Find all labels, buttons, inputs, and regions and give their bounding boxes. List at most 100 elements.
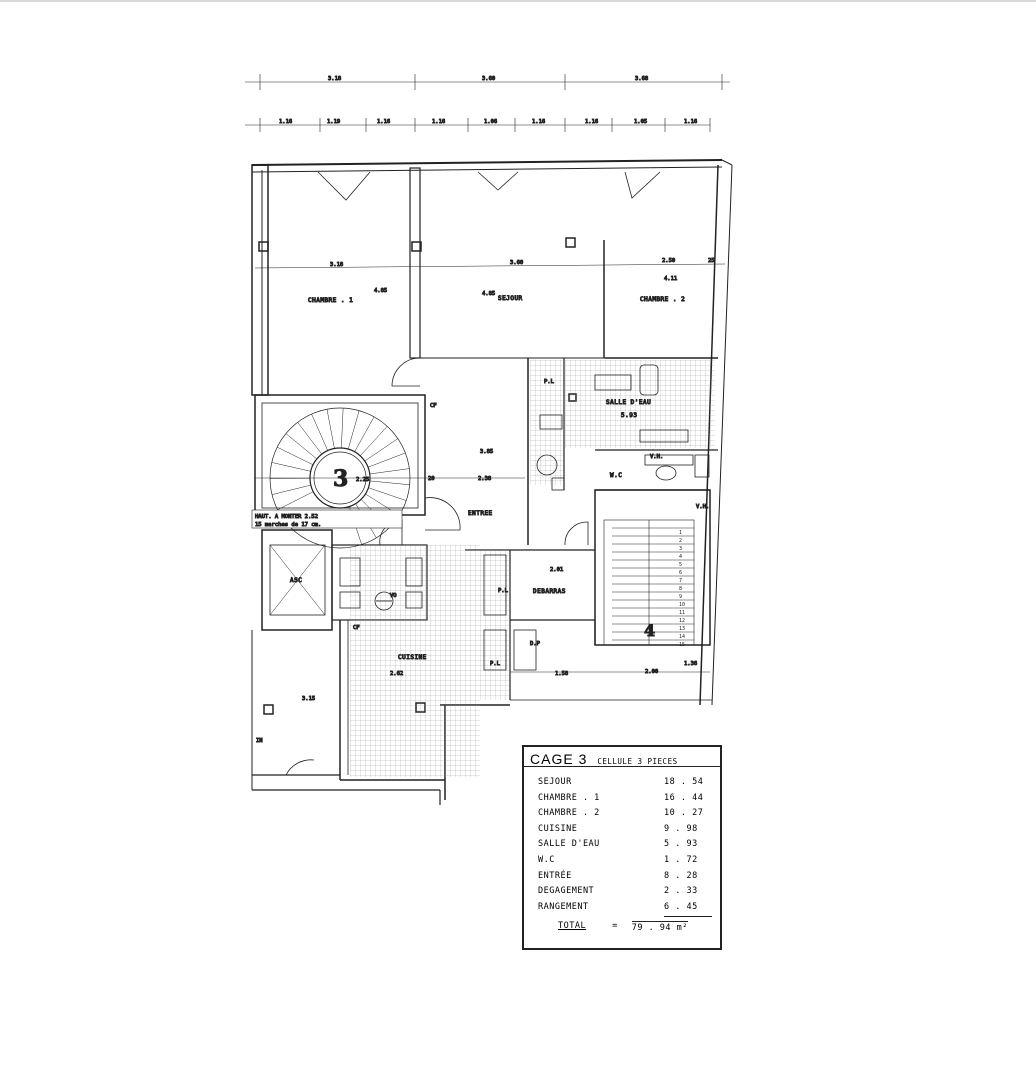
- room-label-chambre2: CHAMBRE . 2: [640, 296, 685, 303]
- room-label-asc: ASC: [290, 577, 302, 584]
- dim-sub-5: 1.06: [484, 119, 497, 125]
- spiral-step-line: [297, 422, 323, 455]
- dim-sub-8: 1.05: [634, 119, 647, 125]
- dim-top-3: 3.68: [635, 76, 648, 82]
- stair-step-number: 11: [679, 610, 685, 616]
- legend-total-value: 79 . 94 m²: [631, 921, 688, 934]
- stair-step-number: 1: [679, 530, 682, 536]
- spiral-step-line: [311, 413, 329, 451]
- dim-sub-2: 1.19: [327, 119, 340, 125]
- dim-cuisine-width: 2.62: [390, 671, 403, 677]
- room-label-salle-eau: SALLE D'EAU: [606, 399, 651, 406]
- label-in: IN: [256, 738, 263, 744]
- spiral-step-line: [368, 487, 407, 501]
- legend-row: SEJOUR 18 . 54: [538, 777, 712, 793]
- dim-stair-width: 2.25: [356, 477, 369, 483]
- stair-step-number: 12: [679, 618, 685, 624]
- walls: [251, 159, 733, 805]
- dim-salle-eau: 5.93: [621, 412, 637, 419]
- room-label-sejour: SEJOUR: [498, 295, 523, 302]
- spiral-step-line: [369, 468, 410, 475]
- stair-step-number: 10: [679, 602, 685, 608]
- legend-total-equals: =: [612, 921, 618, 932]
- spiral-step-line: [285, 433, 317, 460]
- legend-room-name: RANGEMENT: [538, 901, 589, 912]
- dim-entree-width: 2.38: [478, 476, 491, 482]
- dim-top-1: 3.18: [328, 76, 341, 82]
- dim-sub-4: 1.16: [432, 119, 445, 125]
- spiral-step-line: [277, 491, 314, 511]
- stair-step-number: 14: [679, 634, 685, 640]
- stair-step-number: 9: [679, 594, 682, 600]
- legend-room-name: CUISINE: [538, 823, 578, 834]
- stair-step-number: 6: [679, 570, 682, 576]
- legend-row: CUISINE 9 . 98: [538, 824, 712, 840]
- dim-sub-9: 1.16: [684, 119, 697, 125]
- label-vh-2: V.H.: [650, 454, 663, 460]
- label-cf-1: CF: [430, 403, 437, 409]
- spiral-step-line: [271, 484, 311, 495]
- label-pl-2: P.L: [498, 588, 509, 594]
- spiral-step-line: [341, 408, 344, 449]
- stair-number: 4: [644, 621, 655, 640]
- dim-chambre2-width: 2.50: [662, 258, 675, 264]
- legend-row: DEGAGEMENT 2 . 33: [538, 886, 712, 902]
- legend-room-name: ENTRÉE: [538, 870, 572, 881]
- legend-room-area: 18 . 54: [664, 777, 704, 787]
- dim-sub-6: 1.16: [532, 119, 545, 125]
- spiral-step-line: [271, 462, 311, 472]
- room-label-cuisine: CUISINE: [398, 654, 427, 661]
- legend-room-area: 16 . 44: [664, 792, 704, 803]
- stair-note-box: [251, 509, 403, 529]
- legend-room-area: 1 . 72: [664, 854, 698, 865]
- legend-room-name: W.C: [538, 854, 555, 865]
- dim-chambre2-right: 25: [708, 258, 715, 264]
- spiral-step-line: [277, 446, 314, 466]
- legend-room-area: 2 . 33: [664, 886, 698, 897]
- stair-step-number: 13: [679, 626, 685, 632]
- door-swings: [285, 171, 661, 776]
- spiral-step-line: [347, 410, 360, 450]
- dimension-chain-top: [245, 74, 730, 132]
- label-pl-3: P.L: [490, 661, 501, 667]
- tiled-floors: [350, 360, 715, 777]
- dim-cuisine-height: 3.15: [302, 696, 315, 702]
- dim-chambre1-width: 3.18: [330, 262, 343, 268]
- room-label-chambre1: CHAMBRE . 1: [308, 297, 353, 304]
- spiral-step-line: [360, 426, 388, 457]
- legend-room-name: DEGAGEMENT: [538, 886, 595, 897]
- dim-chambre1-height: 4.85: [374, 288, 387, 294]
- spiral-step-line: [369, 480, 410, 486]
- legend-room-area: 5 . 93: [664, 839, 698, 850]
- top-border: [0, 0, 1036, 2]
- dim-top-2: 3.60: [482, 76, 495, 82]
- legend-row: SALLE D'EAU 5 . 93: [538, 839, 712, 855]
- legend-room-area: 9 . 98: [664, 823, 698, 834]
- legend-header: CAGE 3 CELLULE 3 PIECES: [524, 747, 720, 767]
- dim-sejour-height: 4.85: [482, 291, 495, 297]
- dim-sub-3: 1.16: [377, 119, 390, 125]
- spiral-step-line: [364, 438, 398, 462]
- label-pl-1: P.L: [544, 379, 555, 385]
- room-label-debarras: DEBARRAS: [533, 588, 566, 595]
- dim-debarras-width: 2.01: [550, 567, 563, 573]
- label-vo: VO: [390, 593, 397, 599]
- legend-total-label: TOTAL: [558, 921, 587, 932]
- legend-row: W.C 1 . 72: [538, 855, 712, 871]
- fixtures: [339, 364, 710, 671]
- stair-step-number: 8: [679, 586, 682, 592]
- legend-room-name: SALLE D'EAU: [538, 839, 600, 850]
- spiral-step-line: [354, 416, 375, 452]
- label-dp: D.P: [530, 641, 541, 647]
- dim-sub-1: 1.16: [279, 119, 292, 125]
- legend-room-area: 6 . 45: [664, 902, 712, 918]
- legend-room-name: SEJOUR: [538, 777, 572, 787]
- dim-entree-height: 3.85: [480, 449, 493, 455]
- legend-title: CAGE 3: [530, 751, 588, 767]
- legend-room-name: CHAMBRE . 1: [538, 792, 600, 803]
- dim-bottom-3: 1.36: [684, 661, 697, 667]
- dim-entree-left: 20: [428, 476, 435, 482]
